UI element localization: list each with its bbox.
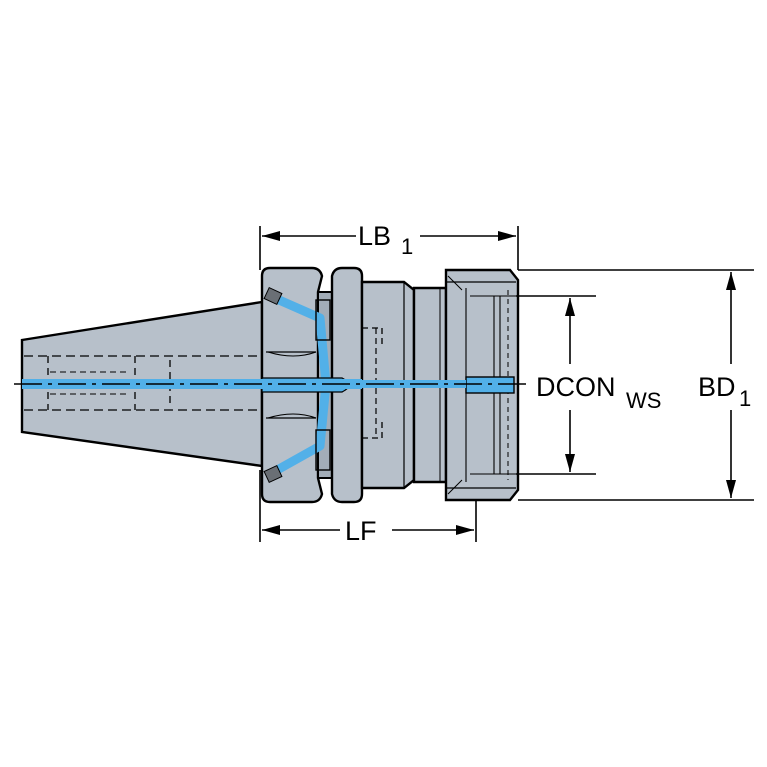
dimension-bd1 [518,269,754,501]
dimension-lb1 [259,226,519,270]
lb1-subscript: 1 [401,234,413,259]
dcon-ws-label: DCON [536,372,616,402]
dcon-ws-subscript: WS [626,388,661,413]
lf-label: LF [345,516,377,546]
collet-nut [444,268,520,502]
dimension-dcon-ws [516,295,596,475]
bd1-label: BD [698,372,736,402]
bd1-subscript: 1 [739,386,751,411]
dimension-lf [259,470,477,542]
lb1-label: LB [358,221,391,251]
